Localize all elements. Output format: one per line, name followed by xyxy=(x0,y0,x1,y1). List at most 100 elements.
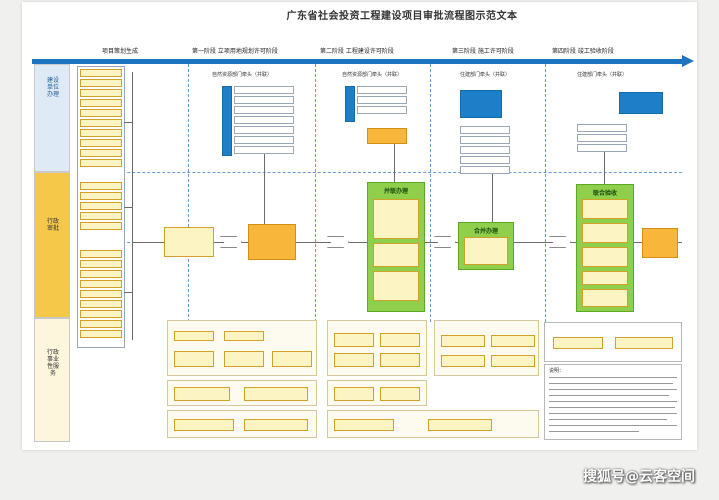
stage-label-1: 第一阶段 立项用地规划许可阶段 xyxy=(192,48,278,55)
planning-item xyxy=(80,212,122,220)
service-item xyxy=(334,419,394,431)
planning-item xyxy=(80,139,122,147)
notes-text-line xyxy=(549,407,675,408)
planning-item xyxy=(80,119,122,127)
stage-divider xyxy=(315,64,316,322)
planning-item xyxy=(80,250,122,258)
planning-item xyxy=(80,99,122,107)
planning-item xyxy=(80,320,122,328)
stage4-lead-label: 住建部门牵头（并联） xyxy=(577,72,628,78)
stage3-item xyxy=(460,126,510,134)
stage1-item xyxy=(234,116,294,124)
planning-item xyxy=(80,310,122,318)
lane-divider xyxy=(82,172,682,173)
stage3-item xyxy=(460,166,510,174)
stage-divider xyxy=(188,64,189,322)
stage-divider xyxy=(430,64,431,322)
swimlane-label: 建设单位办理 xyxy=(46,77,59,98)
service-item xyxy=(334,353,374,367)
service-item xyxy=(224,351,264,367)
stage-divider xyxy=(545,64,546,322)
planning-item xyxy=(80,159,122,167)
stage-arrow-bar xyxy=(32,59,682,64)
service-item xyxy=(224,331,264,341)
connector-line xyxy=(132,242,164,243)
stage1-orange-box xyxy=(248,224,296,260)
parallel-item xyxy=(373,271,419,301)
stage3-item xyxy=(460,156,510,164)
planning-item xyxy=(80,300,122,308)
service-item xyxy=(553,337,603,349)
service-item xyxy=(441,355,485,367)
parallel-item xyxy=(373,199,419,239)
acceptance-item xyxy=(582,199,628,219)
flowchart-sheet: 广东省社会投资工程建设项目审批流程图示范文本 项目策划生成 第一阶段 立项用地规… xyxy=(22,2,697,450)
merge-processing-panel: 合并办理 xyxy=(458,222,514,270)
stage4-item xyxy=(577,134,627,142)
service-item xyxy=(334,333,374,347)
stage1-item xyxy=(234,86,294,94)
notes-text-line xyxy=(549,383,673,384)
service-item xyxy=(244,419,308,431)
planning-item xyxy=(80,79,122,87)
acceptance-item xyxy=(582,247,628,267)
swimlane-administrative-approval: 行政审批 xyxy=(34,172,70,318)
stage-label-2: 第二阶段 工程建设许可阶段 xyxy=(320,48,394,55)
joint-acceptance-title: 联合验收 xyxy=(592,190,617,197)
notes-panel: 说明： xyxy=(544,364,682,440)
service-group xyxy=(167,380,317,406)
notes-top-box xyxy=(544,322,682,362)
parallel-processing-panel: 并联办理 xyxy=(367,182,425,312)
planning-item xyxy=(80,330,122,338)
notes-text-line xyxy=(549,425,677,426)
stage4-blue-box xyxy=(619,92,663,114)
swimlane-construction-unit: 建设单位办理 xyxy=(34,64,70,172)
service-item xyxy=(441,335,485,347)
service-group xyxy=(327,410,539,438)
connector-line xyxy=(604,152,605,184)
planning-item xyxy=(80,290,122,298)
planning-item xyxy=(80,280,122,288)
final-orange-box xyxy=(642,228,678,258)
stage3-item xyxy=(460,136,510,144)
acceptance-item xyxy=(582,271,628,285)
acceptance-item xyxy=(582,223,628,243)
planning-item xyxy=(80,149,122,157)
stage4-item xyxy=(577,144,627,152)
parallel-processing-title: 并联办理 xyxy=(383,188,408,195)
notes-label: 说明： xyxy=(549,368,565,374)
notes-text-line xyxy=(549,377,677,378)
document-title: 广东省社会投资工程建设项目审批流程图示范文本 xyxy=(286,11,518,22)
stage-label-3: 第三阶段 施工许可阶段 xyxy=(452,48,514,55)
notes-text-line xyxy=(549,431,639,432)
connector-line xyxy=(492,174,493,222)
planning-item xyxy=(80,192,122,200)
stage1-item xyxy=(234,106,294,114)
stage1-blue-marker xyxy=(222,86,232,156)
stage2-lead-label: 自然资源部门牵头（并联） xyxy=(342,72,403,78)
stage2-item xyxy=(357,106,407,114)
service-item xyxy=(615,337,673,349)
planning-item xyxy=(80,89,122,97)
stage1-item xyxy=(234,146,294,154)
stage3-lead-label: 住建部门牵头（并联） xyxy=(460,72,511,78)
notes-text-line xyxy=(549,389,677,390)
service-item xyxy=(491,355,535,367)
planning-item xyxy=(80,69,122,77)
stage2-item xyxy=(357,96,407,104)
stage-label-planning: 项目策划生成 xyxy=(102,48,139,55)
swimlane-public-service: 行政事业性服务 xyxy=(34,318,70,442)
service-item xyxy=(334,387,374,401)
connector-line xyxy=(124,122,132,123)
stage2-orange-tag xyxy=(367,128,407,144)
service-item xyxy=(380,353,420,367)
planning-item xyxy=(80,260,122,268)
stage-label-4: 第四阶段 竣工验收阶段 xyxy=(552,48,614,55)
service-item xyxy=(244,387,308,401)
planning-item xyxy=(80,270,122,278)
stage1-item xyxy=(234,96,294,104)
stage1-lead-label: 自然资源部门牵头（并联） xyxy=(212,72,273,78)
service-item xyxy=(380,387,420,401)
service-item xyxy=(174,419,234,431)
connector-line xyxy=(394,144,395,182)
